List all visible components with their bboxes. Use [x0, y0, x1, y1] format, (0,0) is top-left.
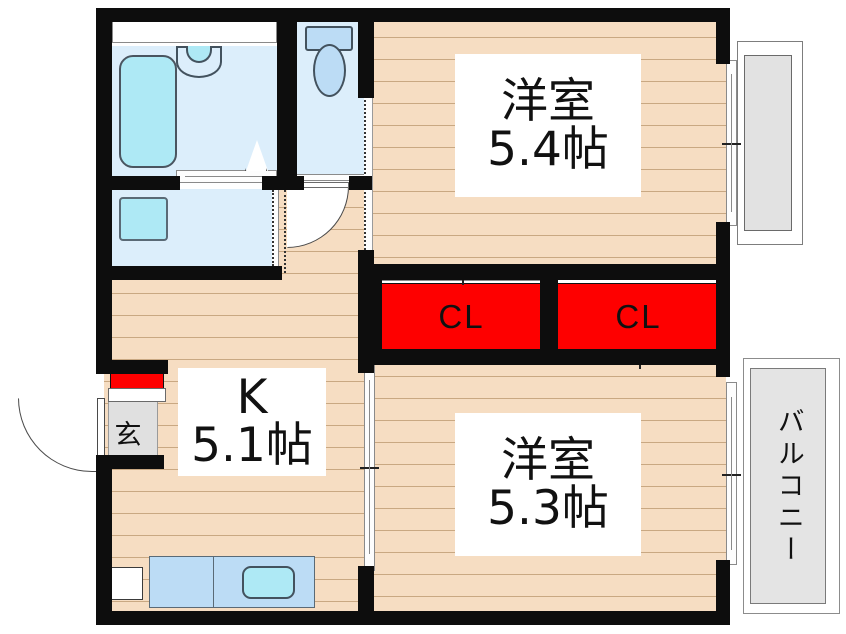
- kitchen-counter-divider: [213, 556, 214, 608]
- meter-box: [111, 567, 143, 600]
- wall-center-closet-left: [358, 276, 382, 360]
- toilet-bowl-icon: [313, 44, 346, 97]
- bedroom-north-window-bay-inner: [744, 55, 792, 231]
- bathtub-icon: [119, 55, 177, 168]
- bedroom-south-window[interactable]: [722, 382, 741, 565]
- bedroom-south-label: 洋室 5.3帖: [455, 413, 641, 556]
- wall-center-upper: [358, 8, 374, 98]
- balcony-inner: [750, 368, 826, 604]
- wall-toilet-right-stub: [349, 176, 372, 190]
- wall-center-mid: [358, 250, 374, 280]
- hallway-partition-dotted: [284, 190, 286, 273]
- wall-between-closets: [540, 276, 558, 356]
- wall-bottom: [96, 611, 730, 625]
- bathroom-window: [112, 21, 277, 43]
- shoe-cabinet-front: [108, 388, 166, 402]
- wall-lavatory-bottom: [96, 266, 282, 280]
- wall-lavatory-right: [266, 266, 282, 280]
- kitchen-sink-icon: [242, 566, 295, 599]
- lavatory-sliding-door[interactable]: [272, 190, 279, 266]
- wall-bath-right: [277, 8, 297, 190]
- closet-left[interactable]: CL: [381, 283, 542, 351]
- washstand-icon: [119, 197, 168, 241]
- wall-right-upper: [716, 8, 730, 64]
- wall-right-upper2: [716, 222, 730, 368]
- wall-bedroom-north-bottom: [372, 264, 726, 280]
- wall-left-lower: [96, 455, 112, 625]
- wall-kitchen-entry-right: [154, 360, 168, 374]
- wall-closet-bottom: [372, 349, 726, 365]
- bedroom-north-sliding-door[interactable]: [364, 96, 373, 254]
- kitchen-label: K 5.1帖: [178, 368, 326, 476]
- wall-top: [96, 8, 730, 22]
- wall-right-lower: [716, 560, 730, 625]
- wall-bath-bottom: [96, 176, 180, 190]
- wall-center-bottom: [358, 566, 374, 625]
- wall-toilet-bottom: [282, 176, 304, 190]
- bedroom-south-sliding-door[interactable]: [360, 363, 379, 571]
- wall-kitchen-entry-top: [104, 360, 168, 374]
- bedroom-north-window[interactable]: [722, 60, 741, 226]
- bedroom-north-label: 洋室 5.4帖: [455, 54, 641, 197]
- wall-center-lower: [358, 355, 374, 373]
- entrance-door-arc[interactable]: [18, 398, 104, 472]
- bathroom-door-marker-icon: [246, 140, 268, 171]
- shower-basin-inner-icon: [186, 46, 212, 63]
- closet-right[interactable]: CL: [556, 283, 721, 351]
- balcony-label: バルコニー: [772, 407, 804, 567]
- entrance-label: 玄: [114, 420, 142, 452]
- wall-entrance-bottom: [96, 455, 164, 469]
